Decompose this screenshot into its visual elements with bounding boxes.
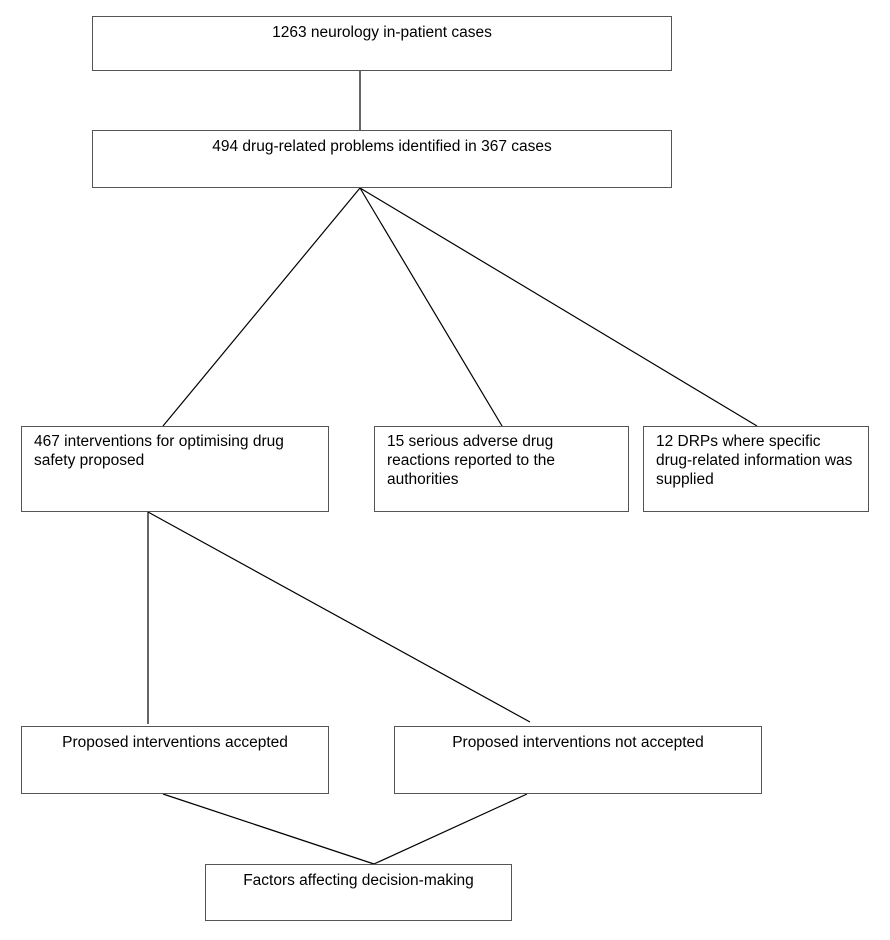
decision-factors-label: Factors affecting decision-making	[243, 872, 474, 889]
connector-drps-to-adverse-reactions	[359, 187, 503, 427]
connector-interventions-to-not-accepted	[147, 511, 531, 723]
interventions-not-accepted-label: Proposed interventions not accepted	[452, 734, 704, 751]
interventions-not-accepted-box: Proposed interventions not accepted	[394, 726, 762, 794]
interventions-accepted-box: Proposed interventions accepted	[21, 726, 329, 794]
connector-drps-to-information	[359, 187, 758, 427]
interventions-accepted-label: Proposed interventions accepted	[62, 734, 288, 751]
decision-factors-box: Factors affecting decision-making	[205, 864, 512, 921]
interventions-proposed-box: 467 interventions for optimising drug sa…	[21, 426, 329, 512]
interventions-proposed-label: 467 interventions for optimising drug sa…	[34, 433, 284, 469]
adverse-reactions-box: 15 serious adverse drug reactions report…	[374, 426, 629, 512]
total-cases-box: 1263 neurology in-patient cases	[92, 16, 672, 71]
adverse-reactions-label: 15 serious adverse drug reactions report…	[387, 433, 556, 488]
connector-drps-to-interventions	[162, 187, 361, 427]
connector-accepted-to-factors	[162, 793, 375, 865]
drps-identified-label: 494 drug-related problems identified in …	[212, 138, 552, 155]
connector-not-accepted-to-factors	[373, 793, 528, 865]
information-supplied-box: 12 DRPs where specific drug-related info…	[643, 426, 869, 512]
total-cases-label: 1263 neurology in-patient cases	[272, 24, 492, 41]
drps-identified-box: 494 drug-related problems identified in …	[92, 130, 672, 188]
information-supplied-label: 12 DRPs where specific drug-related info…	[656, 433, 853, 488]
